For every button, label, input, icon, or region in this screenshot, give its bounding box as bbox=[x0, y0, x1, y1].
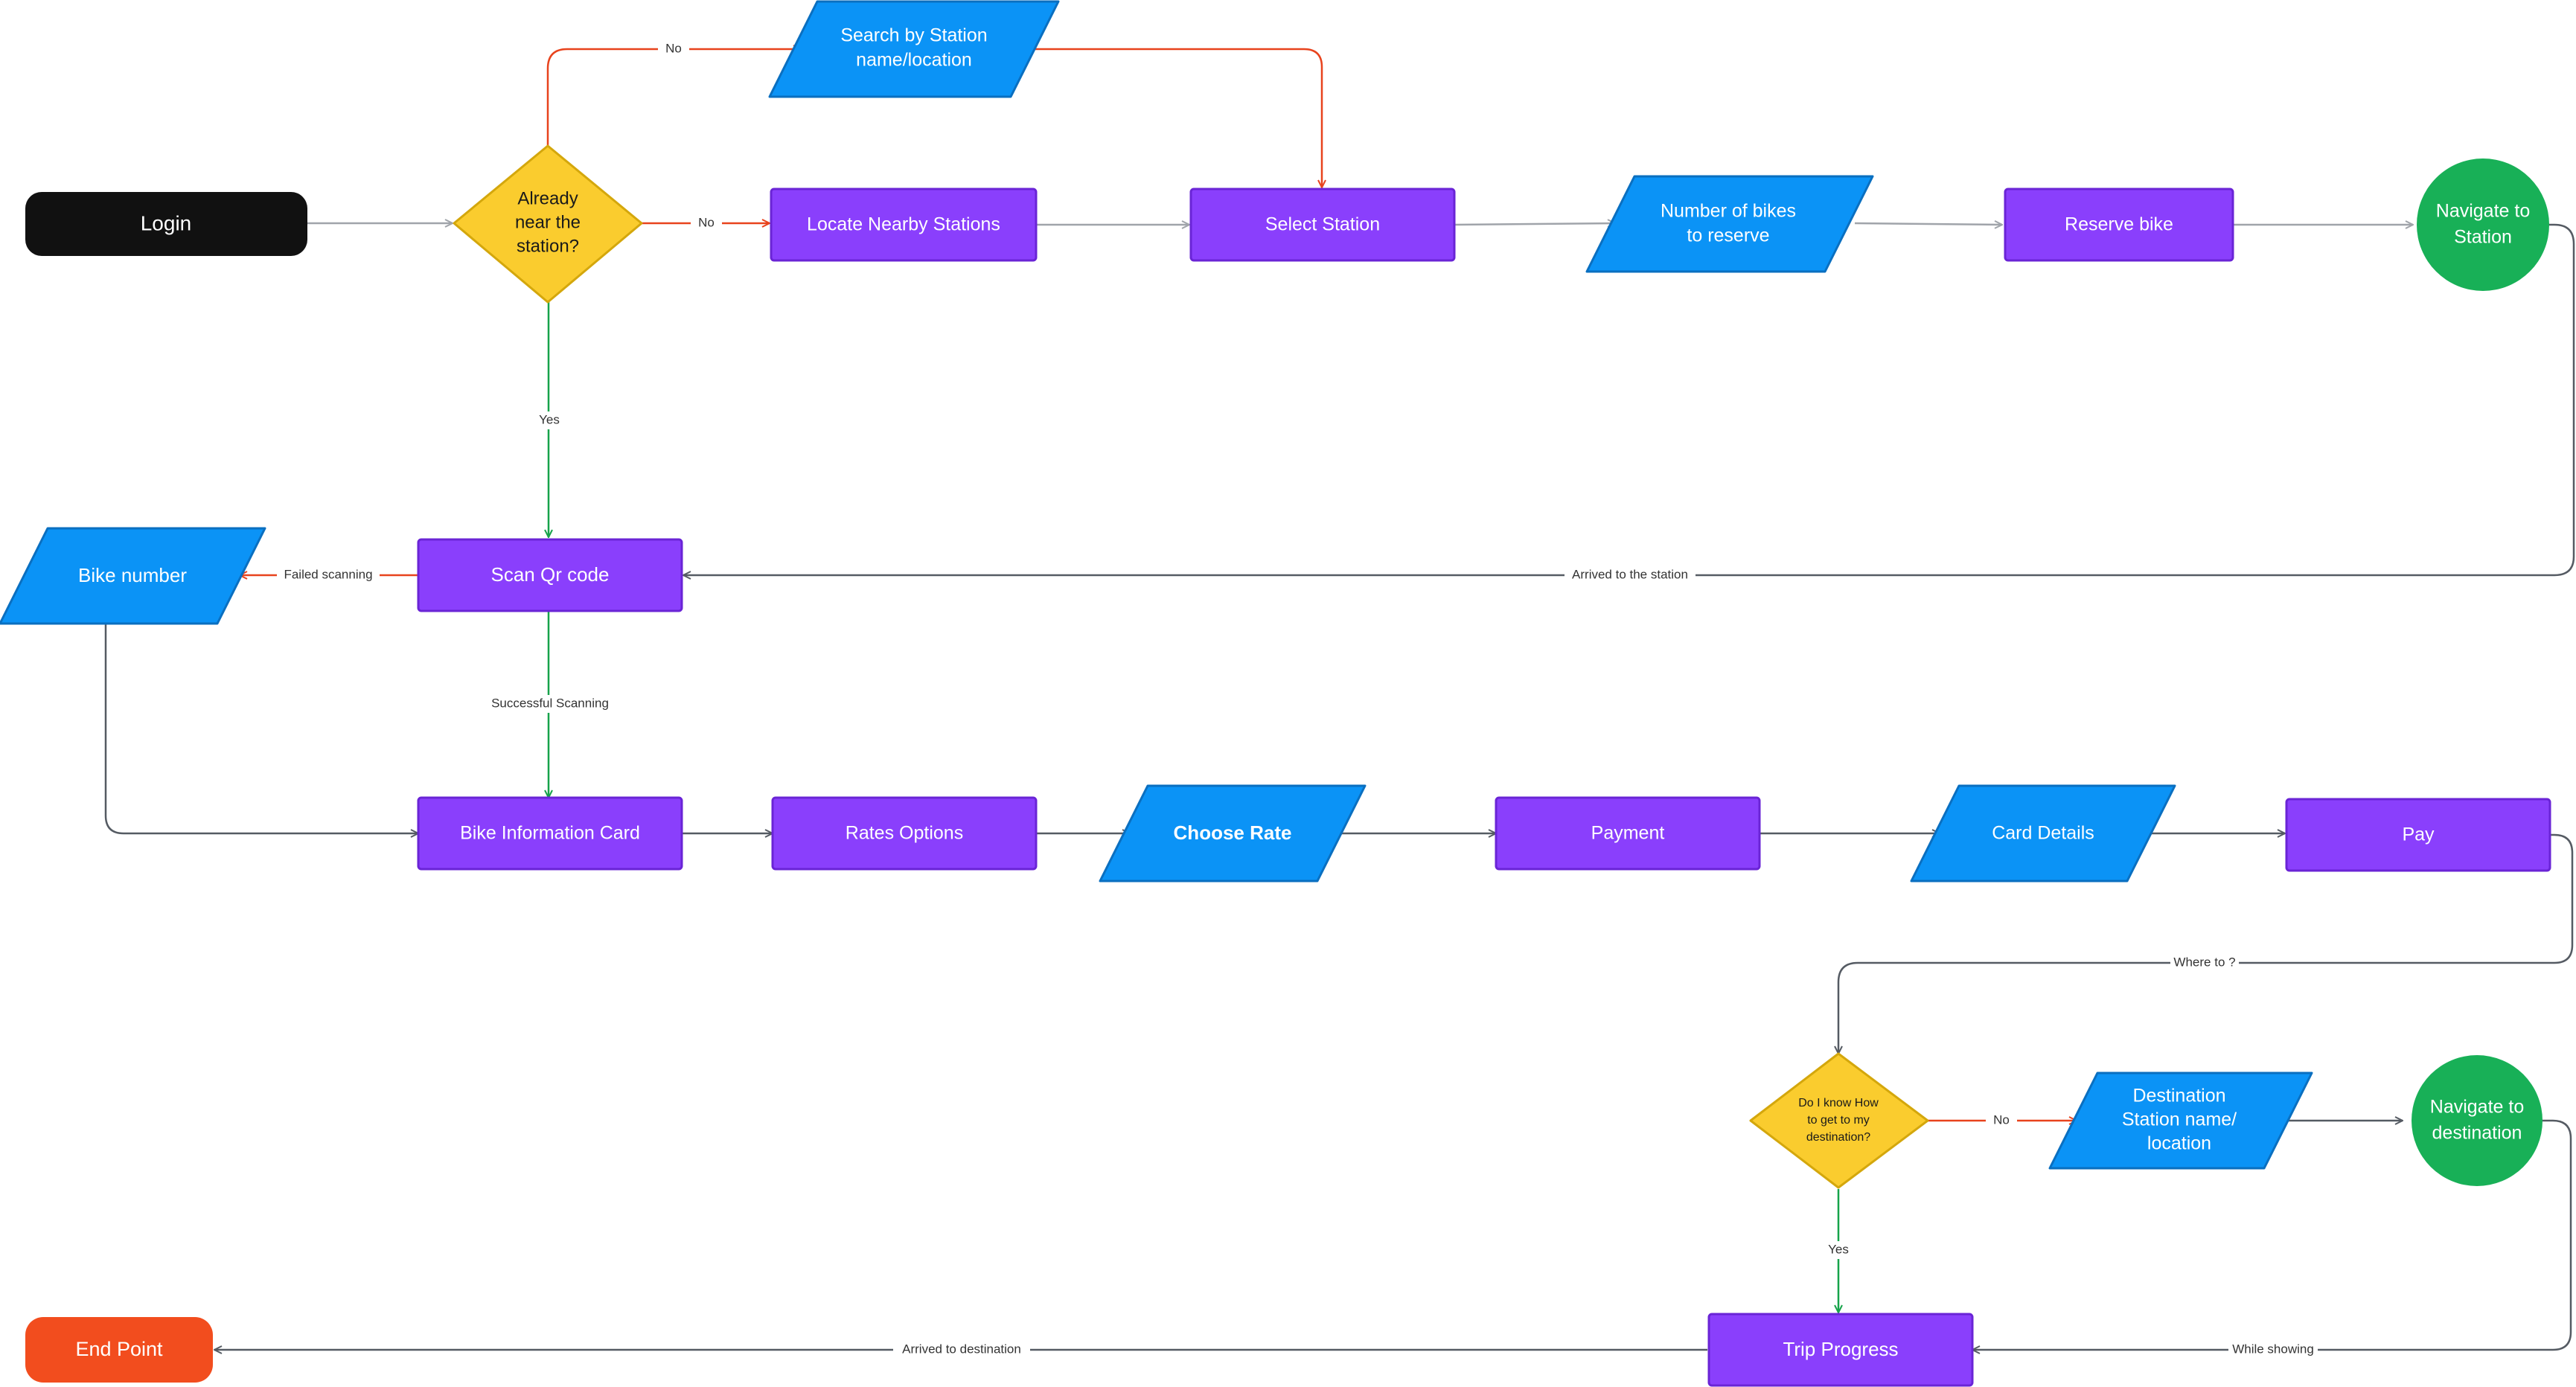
svg-text:station?: station? bbox=[517, 236, 579, 256]
edge-number-to-reserve bbox=[1854, 223, 2002, 225]
svg-text:Station name/: Station name/ bbox=[2122, 1109, 2237, 1130]
svg-text:Trip Progress: Trip Progress bbox=[1783, 1338, 1898, 1360]
edge-navigate-to-scan bbox=[683, 223, 2575, 575]
svg-text:Station: Station bbox=[2454, 227, 2512, 248]
svg-text:No: No bbox=[698, 215, 715, 229]
edge-navigate-dest-to-trip bbox=[1972, 1119, 2572, 1350]
svg-text:Do I know How: Do I know How bbox=[1798, 1097, 1879, 1109]
svg-text:No: No bbox=[665, 41, 682, 55]
svg-text:Destination: Destination bbox=[2132, 1086, 2225, 1106]
edge-labels: No No Yes Failed scanning Arrived to the… bbox=[277, 40, 2318, 1359]
navigate-to-station-node[interactable]: Navigate to Station bbox=[2417, 158, 2549, 291]
edge-label-arrived-destination: Arrived to destination bbox=[893, 1341, 1030, 1359]
bike-number-node[interactable]: Bike number bbox=[0, 527, 266, 625]
edge-label-no-dest: No bbox=[1986, 1112, 2017, 1130]
edge-label-failed-scanning: Failed scanning bbox=[277, 566, 380, 584]
reserve-bike-node[interactable]: Reserve bike bbox=[2004, 188, 2234, 262]
payment-node[interactable]: Payment bbox=[1495, 796, 1761, 871]
svg-text:Locate Nearby Stations: Locate Nearby Stations bbox=[807, 214, 1000, 235]
edge-pay-to-decision bbox=[1838, 833, 2574, 1054]
edge-label-no-mid: No bbox=[691, 214, 722, 232]
svg-text:to get to my: to get to my bbox=[1807, 1114, 1870, 1127]
svg-text:No: No bbox=[1993, 1112, 2010, 1127]
choose-rate-node[interactable]: Choose Rate bbox=[1099, 784, 1367, 883]
svg-text:name/location: name/location bbox=[856, 50, 972, 71]
edge-label-while-showing: While showing bbox=[2228, 1341, 2318, 1359]
already-near-station-decision[interactable]: Already near the station? bbox=[453, 144, 643, 304]
svg-text:While showing: While showing bbox=[2232, 1342, 2314, 1356]
edge-select-to-number bbox=[1454, 223, 1615, 225]
svg-text:Pay: Pay bbox=[2402, 824, 2435, 845]
edge-decision-no-to-search bbox=[546, 49, 801, 146]
card-details-node[interactable]: Card Details bbox=[1910, 784, 2176, 883]
svg-text:End Point: End Point bbox=[75, 1338, 163, 1360]
search-station-node[interactable]: Search by Station name/location bbox=[768, 0, 1060, 98]
svg-text:location: location bbox=[2147, 1133, 2211, 1154]
locate-nearby-node[interactable]: Locate Nearby Stations bbox=[770, 188, 1038, 262]
svg-text:Card Details: Card Details bbox=[1992, 823, 2094, 844]
svg-text:Rates Options: Rates Options bbox=[846, 823, 963, 844]
svg-text:Payment: Payment bbox=[1591, 823, 1665, 844]
end-point-node[interactable]: End Point bbox=[25, 1317, 213, 1383]
svg-text:Arrived to destination: Arrived to destination bbox=[902, 1342, 1021, 1356]
edge-label-no-top: No bbox=[658, 40, 689, 58]
svg-text:Choose Rate: Choose Rate bbox=[1174, 821, 1292, 844]
edge-label-yes-scan: Yes bbox=[533, 411, 566, 429]
svg-text:Navigate to: Navigate to bbox=[2430, 1097, 2524, 1118]
svg-text:Scan Qr code: Scan Qr code bbox=[491, 563, 610, 586]
edge-bike-number-to-info bbox=[104, 624, 418, 833]
svg-text:Yes: Yes bbox=[1828, 1242, 1849, 1256]
edge-search-to-select bbox=[1035, 48, 1322, 188]
svg-text:Select Station: Select Station bbox=[1265, 214, 1380, 235]
edges bbox=[104, 48, 2575, 1350]
edge-label-yes-dest: Yes bbox=[1822, 1241, 1855, 1259]
rates-options-node[interactable]: Rates Options bbox=[771, 796, 1038, 871]
edge-label-where-to: Where to ? bbox=[2170, 954, 2239, 972]
login-node[interactable]: Login bbox=[25, 192, 307, 256]
svg-text:Already: Already bbox=[517, 188, 578, 208]
navigate-to-destination-node[interactable]: Navigate to destination bbox=[2412, 1055, 2543, 1186]
svg-text:destination: destination bbox=[2432, 1123, 2522, 1144]
svg-text:near the: near the bbox=[515, 212, 581, 232]
svg-text:Reserve bike: Reserve bike bbox=[2065, 214, 2173, 235]
destination-station-node[interactable]: Destination Station name/ location bbox=[2048, 1072, 2313, 1170]
svg-text:Successful Scanning: Successful Scanning bbox=[491, 696, 609, 710]
select-station-node[interactable]: Select Station bbox=[1189, 188, 1456, 262]
svg-text:Search by Station: Search by Station bbox=[840, 25, 987, 46]
svg-text:Where to ?: Where to ? bbox=[2173, 955, 2235, 969]
svg-text:to reserve: to reserve bbox=[1687, 225, 1769, 246]
edge-label-arrived-station: Arrived to the station bbox=[1565, 566, 1696, 584]
svg-text:Bike number: Bike number bbox=[78, 564, 187, 586]
pay-node[interactable]: Pay bbox=[2285, 798, 2551, 872]
know-how-decision[interactable]: Do I know How to get to my destination? bbox=[1749, 1052, 1929, 1189]
scan-qr-code-node[interactable]: Scan Qr code bbox=[417, 538, 683, 612]
number-of-bikes-node[interactable]: Number of bikes to reserve bbox=[1585, 175, 1874, 273]
svg-text:Number of bikes: Number of bikes bbox=[1661, 201, 1796, 222]
svg-text:Failed scanning: Failed scanning bbox=[284, 567, 372, 581]
trip-progress-node[interactable]: Trip Progress bbox=[1707, 1313, 1974, 1387]
edge-label-successful-scanning: Successful Scanning bbox=[488, 695, 612, 713]
svg-text:Arrived to the station: Arrived to the station bbox=[1572, 567, 1688, 581]
svg-text:Bike Information Card: Bike Information Card bbox=[460, 823, 640, 844]
svg-text:Login: Login bbox=[141, 211, 192, 234]
svg-text:destination?: destination? bbox=[1806, 1131, 1870, 1144]
svg-text:Navigate to: Navigate to bbox=[2436, 201, 2530, 222]
svg-text:Yes: Yes bbox=[539, 412, 560, 426]
bike-information-card-node[interactable]: Bike Information Card bbox=[417, 796, 683, 871]
